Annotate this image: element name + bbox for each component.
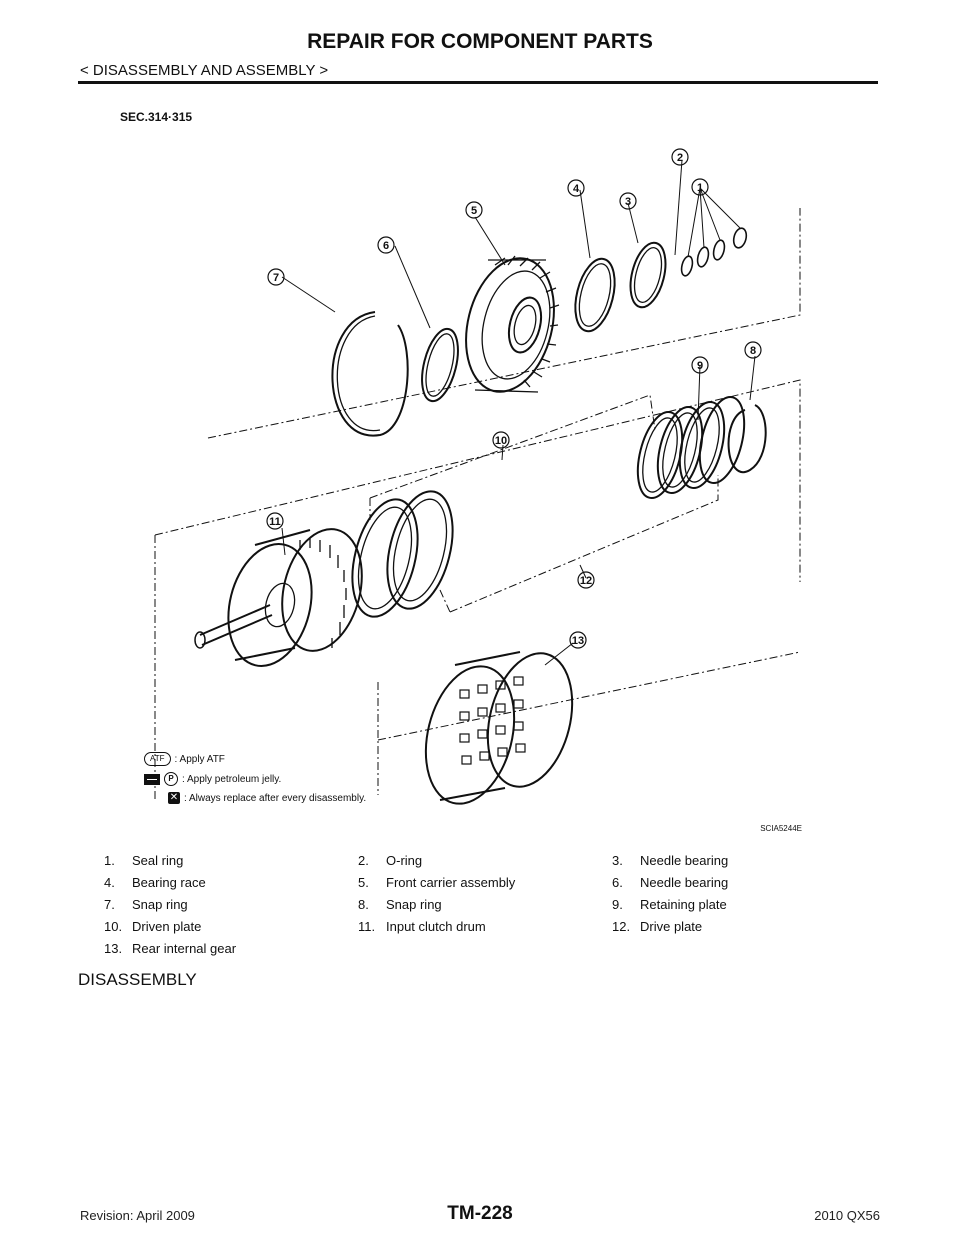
callout-1: 1 [697,182,703,194]
grease-icon [144,773,160,785]
petroleum-jelly-icon: P [164,772,178,786]
callout-10: 10 [495,435,507,447]
header-divider [78,81,878,84]
legend-atf-text: : Apply ATF [174,753,225,765]
legend-replace: ✕ : Always replace after every disassemb… [168,792,366,804]
list-item: 9.Retaining plate [612,897,727,912]
list-item: 12.Drive plate [612,919,703,934]
legend-petroleum-text: : Apply petroleum jelly. [182,773,282,785]
list-item: 2.O-ring [358,853,423,868]
callout-8: 8 [750,345,756,357]
list-item: 5.Front carrier assembly [358,875,516,890]
footer-revision: Revision: April 2009 [80,1208,195,1223]
list-item: 13.Rear internal gear [104,941,237,956]
list-item: 8.Snap ring [358,897,442,912]
callout-13: 13 [572,635,584,647]
list-item: 6.Needle bearing [612,875,729,890]
callout-12: 12 [580,575,592,587]
page-number: TM-228 [447,1203,513,1224]
footer-model: 2010 QX56 [814,1208,880,1223]
list-item: 10.Driven plate [104,919,202,934]
callout-9: 9 [697,360,703,372]
parts-list: 1.Seal ring 2.O-ring 3.Needle bearing 4.… [104,853,804,956]
figure-code: SCIA5244E [760,824,802,833]
legend-replace-text: : Always replace after every disassembly… [184,792,367,804]
replace-icon: ✕ [168,792,180,804]
callout-5: 5 [471,205,477,217]
callout-7: 7 [273,272,279,284]
list-item: 11.Input clutch drum [358,919,486,934]
list-item: 1.Seal ring [104,853,184,868]
diagram-illustration: 1 2 3 4 5 6 7 8 9 10 11 12 13 [154,148,801,805]
callout-2: 2 [677,152,683,164]
section-label: SEC.314·315 [120,110,193,124]
list-item: 7.Snap ring [104,897,188,912]
list-item: 3.Needle bearing [612,853,729,868]
section-heading: DISASSEMBLY [78,970,197,989]
callout-11: 11 [269,516,281,528]
list-item: 4.Bearing race [104,875,206,890]
atf-icon: ATF [144,752,171,766]
exploded-diagram: 1 2 3 4 5 6 7 8 9 10 11 12 13 SEC.314·31… [110,100,810,840]
callout-4: 4 [573,183,580,195]
legend-atf: ATF : Apply ATF [144,752,225,766]
callout-6: 6 [383,240,389,252]
callout-3: 3 [625,196,631,208]
legend-petroleum: P : Apply petroleum jelly. [144,772,281,786]
breadcrumb: < DISASSEMBLY AND ASSEMBLY > [80,62,329,79]
page-title: REPAIR FOR COMPONENT PARTS [307,30,653,53]
